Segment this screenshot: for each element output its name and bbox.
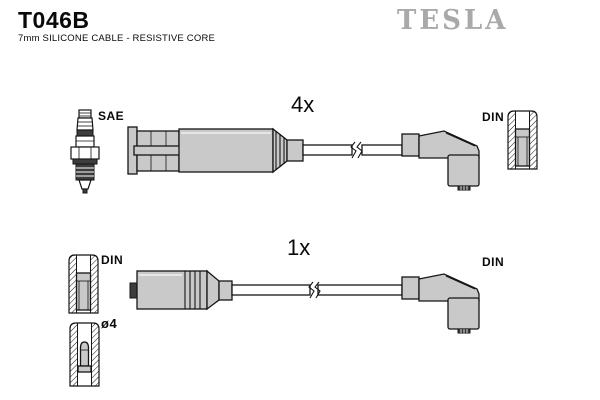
label-bottom-cable-quantity: 1x xyxy=(287,235,311,260)
label-din-terminal-bottom-right: DIN xyxy=(482,255,505,269)
label-sae-terminal: SAE xyxy=(98,109,125,123)
din-socket-cross-section-icon-top xyxy=(507,110,538,170)
part-number: T046B xyxy=(18,7,90,33)
tesla-brand-logo: TESLA xyxy=(397,5,509,37)
4mm-pin-socket-cross-section-icon xyxy=(69,322,100,387)
label-din-terminal-top-right: DIN xyxy=(482,110,505,124)
product-subtitle: 7mm SILICONE CABLE - RESISTIVE CORE xyxy=(18,33,216,44)
label-pin-diameter: ø4 xyxy=(101,316,118,331)
din-socket-cross-section-icon-bottom-left xyxy=(68,254,99,314)
bottom-cable-din-straight-connector xyxy=(129,269,233,311)
top-cable-wire xyxy=(302,141,403,159)
bottom-cable-din-elbow-connector xyxy=(401,273,480,334)
bottom-cable-wire xyxy=(231,281,403,299)
label-din-terminal-bottom-left: DIN xyxy=(101,253,124,267)
top-cable-din-elbow-connector xyxy=(401,130,480,191)
label-top-cable-quantity: 4x xyxy=(291,92,315,117)
spark-plug-icon xyxy=(70,109,100,194)
top-cable-sae-boot-connector xyxy=(127,126,304,175)
